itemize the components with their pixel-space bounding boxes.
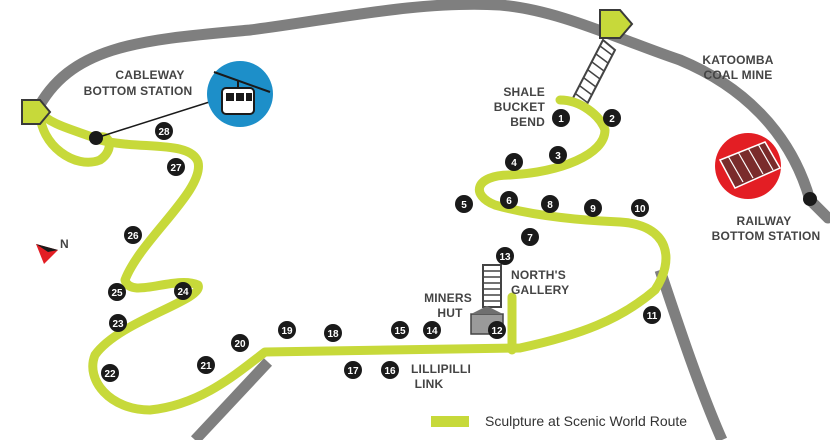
legend-swatch — [431, 416, 469, 427]
sculpture-number: 2 — [609, 114, 615, 125]
label-miners-line2: HUT — [437, 306, 463, 320]
label-lillipilli-line2: LINK — [415, 377, 444, 391]
label-lillipilli-line1: LILLIPILLI — [411, 362, 471, 376]
railway-icon — [715, 133, 782, 199]
sculpture-marker[interactable]: 12 — [488, 321, 506, 339]
label-railway-line1: RAILWAY — [737, 214, 792, 228]
road-lower-left — [190, 358, 273, 440]
label-katoomba-line1: KATOOMBA — [702, 53, 773, 67]
label-cableway-line2: BOTTOM STATION — [84, 84, 193, 98]
sculpture-marker[interactable]: 2 — [603, 109, 621, 127]
label-norths-line2: GALLERY — [511, 283, 569, 297]
sculpture-marker[interactable]: 4 — [505, 153, 523, 171]
sculpture-marker[interactable]: 15 — [391, 321, 409, 339]
sculpture-marker[interactable]: 23 — [109, 314, 127, 332]
north-arrow-icon: N — [36, 237, 69, 264]
sculpture-number: 17 — [347, 366, 359, 377]
sculpture-marker[interactable]: 20 — [231, 334, 249, 352]
sculpture-number: 1 — [558, 114, 564, 125]
sculpture-marker[interactable]: 25 — [108, 283, 126, 301]
cableway-station-dot — [89, 131, 103, 145]
label-shale-line3: BEND — [510, 115, 545, 129]
sculpture-marker[interactable]: 19 — [278, 321, 296, 339]
sculpture-marker[interactable]: 18 — [324, 324, 342, 342]
sculpture-marker[interactable]: 13 — [496, 247, 514, 265]
staircase-icon — [482, 264, 502, 308]
label-cableway-line1: CABLEWAY — [115, 68, 184, 82]
sculpture-marker[interactable]: 7 — [521, 228, 539, 246]
legend: Sculpture at Scenic World Route — [431, 413, 687, 429]
sculpture-marker[interactable]: 9 — [584, 199, 602, 217]
label-miners-line1: MINERS — [424, 291, 472, 305]
sculpture-number: 4 — [511, 158, 517, 169]
sculpture-marker[interactable]: 21 — [197, 356, 215, 374]
sculpture-number: 18 — [327, 329, 339, 340]
sculpture-marker[interactable]: 10 — [631, 199, 649, 217]
sculpture-number: 7 — [527, 233, 533, 244]
label-norths-line1: NORTH'S — [511, 268, 566, 282]
sculpture-number: 6 — [506, 196, 512, 207]
sculpture-marker[interactable]: 17 — [344, 361, 362, 379]
sculpture-number: 3 — [555, 151, 561, 162]
sculpture-number: 26 — [127, 231, 139, 242]
sculpture-number: 9 — [590, 204, 596, 215]
sculpture-number: 5 — [461, 200, 467, 211]
sculpture-number: 10 — [634, 204, 646, 215]
sculpture-number: 23 — [112, 319, 124, 330]
sculpture-number: 8 — [547, 200, 553, 211]
sculpture-marker[interactable]: 1 — [552, 109, 570, 127]
sculpture-marker[interactable]: 16 — [381, 361, 399, 379]
cableway-leader — [95, 97, 223, 139]
label-katoomba-line2: COAL MINE — [704, 68, 773, 82]
sculpture-marker[interactable]: 24 — [174, 282, 192, 300]
sculpture-marker[interactable]: 5 — [455, 195, 473, 213]
sculpture-number: 21 — [200, 361, 212, 372]
sculpture-marker[interactable]: 6 — [500, 191, 518, 209]
sculpture-marker[interactable]: 14 — [423, 321, 441, 339]
staircase-icon — [571, 38, 617, 110]
label-shale-line2: BUCKET — [494, 100, 546, 114]
entry-flag-icon — [21, 99, 52, 125]
sculpture-marker[interactable]: 11 — [643, 306, 661, 324]
sculpture-number: 13 — [499, 252, 511, 263]
compass-north-label: N — [60, 237, 69, 251]
cable-car-icon — [207, 61, 273, 127]
sculpture-marker[interactable]: 27 — [167, 158, 185, 176]
sculpture-number: 24 — [177, 287, 189, 298]
legend-label: Sculpture at Scenic World Route — [485, 413, 687, 429]
entry-flag-icon — [599, 9, 634, 39]
sculpture-number: 14 — [426, 326, 438, 337]
sculpture-route-loop — [35, 107, 114, 167]
label-railway-line2: BOTTOM STATION — [712, 229, 821, 243]
sculpture-marker[interactable]: 26 — [124, 226, 142, 244]
sculpture-number: 15 — [394, 326, 406, 337]
label-shale-line1: SHALE — [503, 85, 545, 99]
sculpture-marker[interactable]: 8 — [541, 195, 559, 213]
sculpture-number: 20 — [234, 339, 246, 350]
road-top — [30, 0, 830, 224]
sculpture-number: 28 — [158, 127, 170, 138]
sculpture-number: 25 — [111, 288, 123, 299]
sculpture-number: 22 — [104, 369, 116, 380]
sculpture-number: 19 — [281, 326, 293, 337]
sculpture-marker[interactable]: 22 — [101, 364, 119, 382]
sculpture-number: 11 — [647, 311, 658, 322]
sculpture-marker[interactable]: 28 — [155, 122, 173, 140]
sculpture-number: 16 — [384, 366, 396, 377]
sculpture-route — [35, 95, 671, 415]
railway-station-dot — [803, 192, 817, 206]
sculpture-marker[interactable]: 3 — [549, 146, 567, 164]
sculpture-number: 27 — [170, 163, 182, 174]
road-lower-right — [654, 268, 728, 440]
sculpture-number: 12 — [491, 326, 503, 337]
